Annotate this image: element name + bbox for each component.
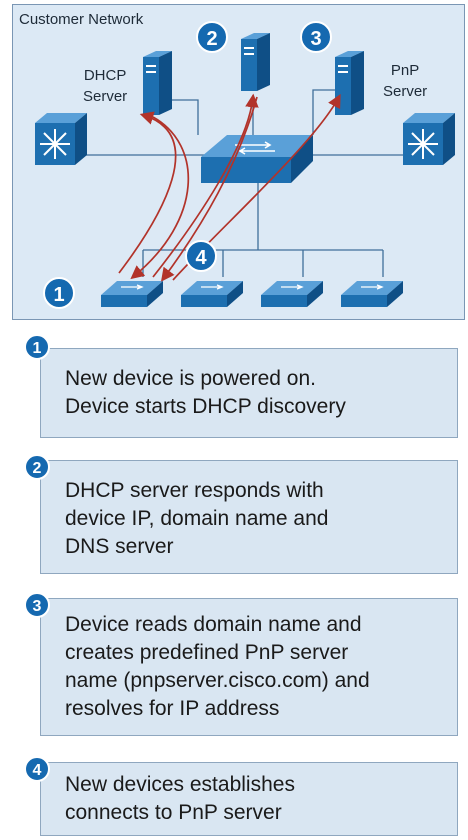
dhcp-server-label: DHCP Server bbox=[83, 65, 127, 107]
step-2-line: DHCP server responds with bbox=[65, 479, 324, 502]
network-diagram bbox=[35, 33, 455, 307]
step-4-line: New devices establishes bbox=[65, 773, 295, 796]
step-2-line: DNS server bbox=[65, 535, 174, 558]
customer-network-panel: Customer Network DHCP Server PnP Server … bbox=[12, 4, 465, 320]
access-switch-3-icon bbox=[261, 281, 323, 307]
step-3-number: 3 bbox=[24, 592, 50, 618]
step-3-line: creates predefined PnP server bbox=[65, 641, 349, 664]
step-1-line: New device is powered on. bbox=[65, 367, 316, 390]
network-marker-4: 4 bbox=[185, 240, 217, 272]
arrow-dns-response bbox=[160, 96, 258, 282]
step-3-line: Device reads domain name and bbox=[65, 613, 362, 636]
pnp-server-label: PnP Server bbox=[383, 60, 427, 102]
dhcp-server-icon bbox=[143, 51, 172, 115]
access-switch-2-icon bbox=[181, 281, 243, 307]
step-3-line: name (pnpserver.cisco.com) and bbox=[65, 669, 370, 692]
flow-arrows bbox=[118, 93, 341, 282]
pnp-server-label-line: Server bbox=[383, 83, 428, 100]
step-1-box: New device is powered on. Device starts … bbox=[40, 348, 458, 438]
network-title: Customer Network bbox=[19, 11, 144, 28]
step-2-box: DHCP server responds with device IP, dom… bbox=[40, 460, 458, 574]
step-2-number: 2 bbox=[24, 454, 50, 480]
step-1-line: Device starts DHCP discovery bbox=[65, 395, 346, 418]
core-switch-icon bbox=[201, 135, 313, 183]
pnp-server-label-line: PnP bbox=[390, 62, 420, 79]
step-4-number: 4 bbox=[24, 756, 50, 782]
pnp-server-icon bbox=[335, 51, 364, 115]
dhcp-server-label-line: DHCP bbox=[83, 67, 127, 84]
step-3-line: resolves for IP address bbox=[65, 697, 280, 720]
network-links bbox=[73, 89, 413, 277]
step-3-box: Device reads domain name and creates pre… bbox=[40, 598, 458, 736]
right-multilayer-switch-icon bbox=[403, 113, 455, 165]
step-4-text: New devices establishes connects to PnP … bbox=[65, 771, 295, 827]
step-1-number: 1 bbox=[24, 334, 50, 360]
step-2-line: device IP, domain name and bbox=[65, 507, 329, 530]
step-1-text: New device is powered on. Device starts … bbox=[65, 365, 346, 421]
left-multilayer-switch-icon bbox=[35, 113, 87, 165]
server-2-icon bbox=[241, 33, 270, 91]
network-marker-3: 3 bbox=[300, 21, 332, 53]
step-4-line: connects to PnP server bbox=[65, 801, 282, 824]
arrow-dns-query bbox=[152, 93, 259, 278]
step-3-text: Device reads domain name and creates pre… bbox=[65, 611, 370, 723]
step-2-text: DHCP server responds with device IP, dom… bbox=[65, 477, 328, 561]
step-4-box: New devices establishes connects to PnP … bbox=[40, 762, 458, 836]
access-switch-new-device-icon bbox=[101, 281, 163, 307]
access-switch-4-icon bbox=[341, 281, 403, 307]
dhcp-server-label-line: Server bbox=[83, 88, 128, 105]
arrow-discovery-to-dhcp bbox=[118, 111, 177, 274]
network-marker-2: 2 bbox=[196, 21, 228, 53]
network-marker-1: 1 bbox=[43, 277, 75, 309]
arrow-dhcp-response bbox=[130, 116, 190, 280]
